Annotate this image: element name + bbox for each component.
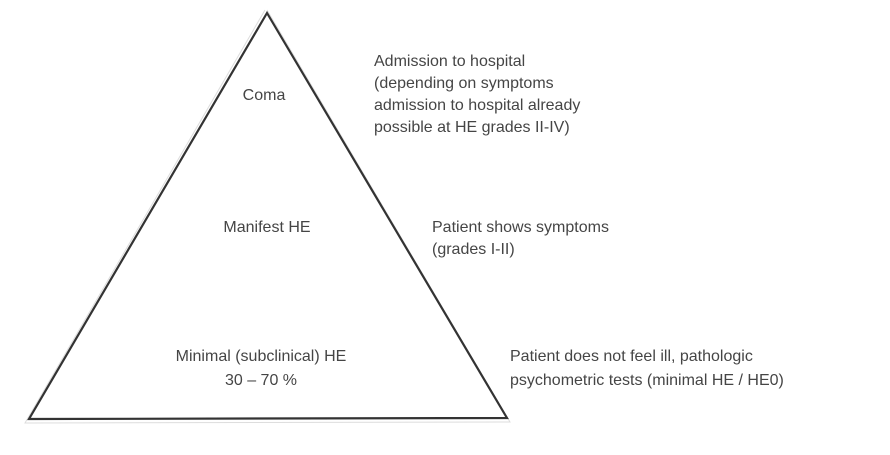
description-line: Admission to hospital [374,53,526,70]
pyramid-outline [27,10,509,421]
description-line: Patient does not feel ill, pathologic [510,348,753,365]
description-line: possible at HE grades II-IV) [374,119,570,136]
level-coma-description: Admission to hospital (depending on symp… [374,51,580,139]
description-line: (grades I-II) [432,241,515,258]
level-coma-label-line: Coma [242,87,286,104]
level-minimal-label: Minimal (subclinical) HE 30 – 70 % [176,345,347,393]
level-manifest-label-line: Manifest HE [223,219,311,236]
level-manifest-label: Manifest HE [223,217,310,239]
level-minimal-description: Patient does not feel ill, pathologic ps… [510,345,784,393]
description-line: (depending on symptoms [374,75,554,92]
description-line: psychometric tests (minimal HE / HE0) [510,372,784,389]
level-manifest-description: Patient shows symptoms (grades I-II) [432,217,609,261]
description-line: Patient shows symptoms [432,219,609,236]
description-line: admission to hospital already [374,97,581,114]
level-coma-label: Coma [243,85,286,107]
level-minimal-prevalence: 30 – 70 % [224,372,298,389]
level-minimal-label-line: Minimal (subclinical) HE [175,348,347,365]
